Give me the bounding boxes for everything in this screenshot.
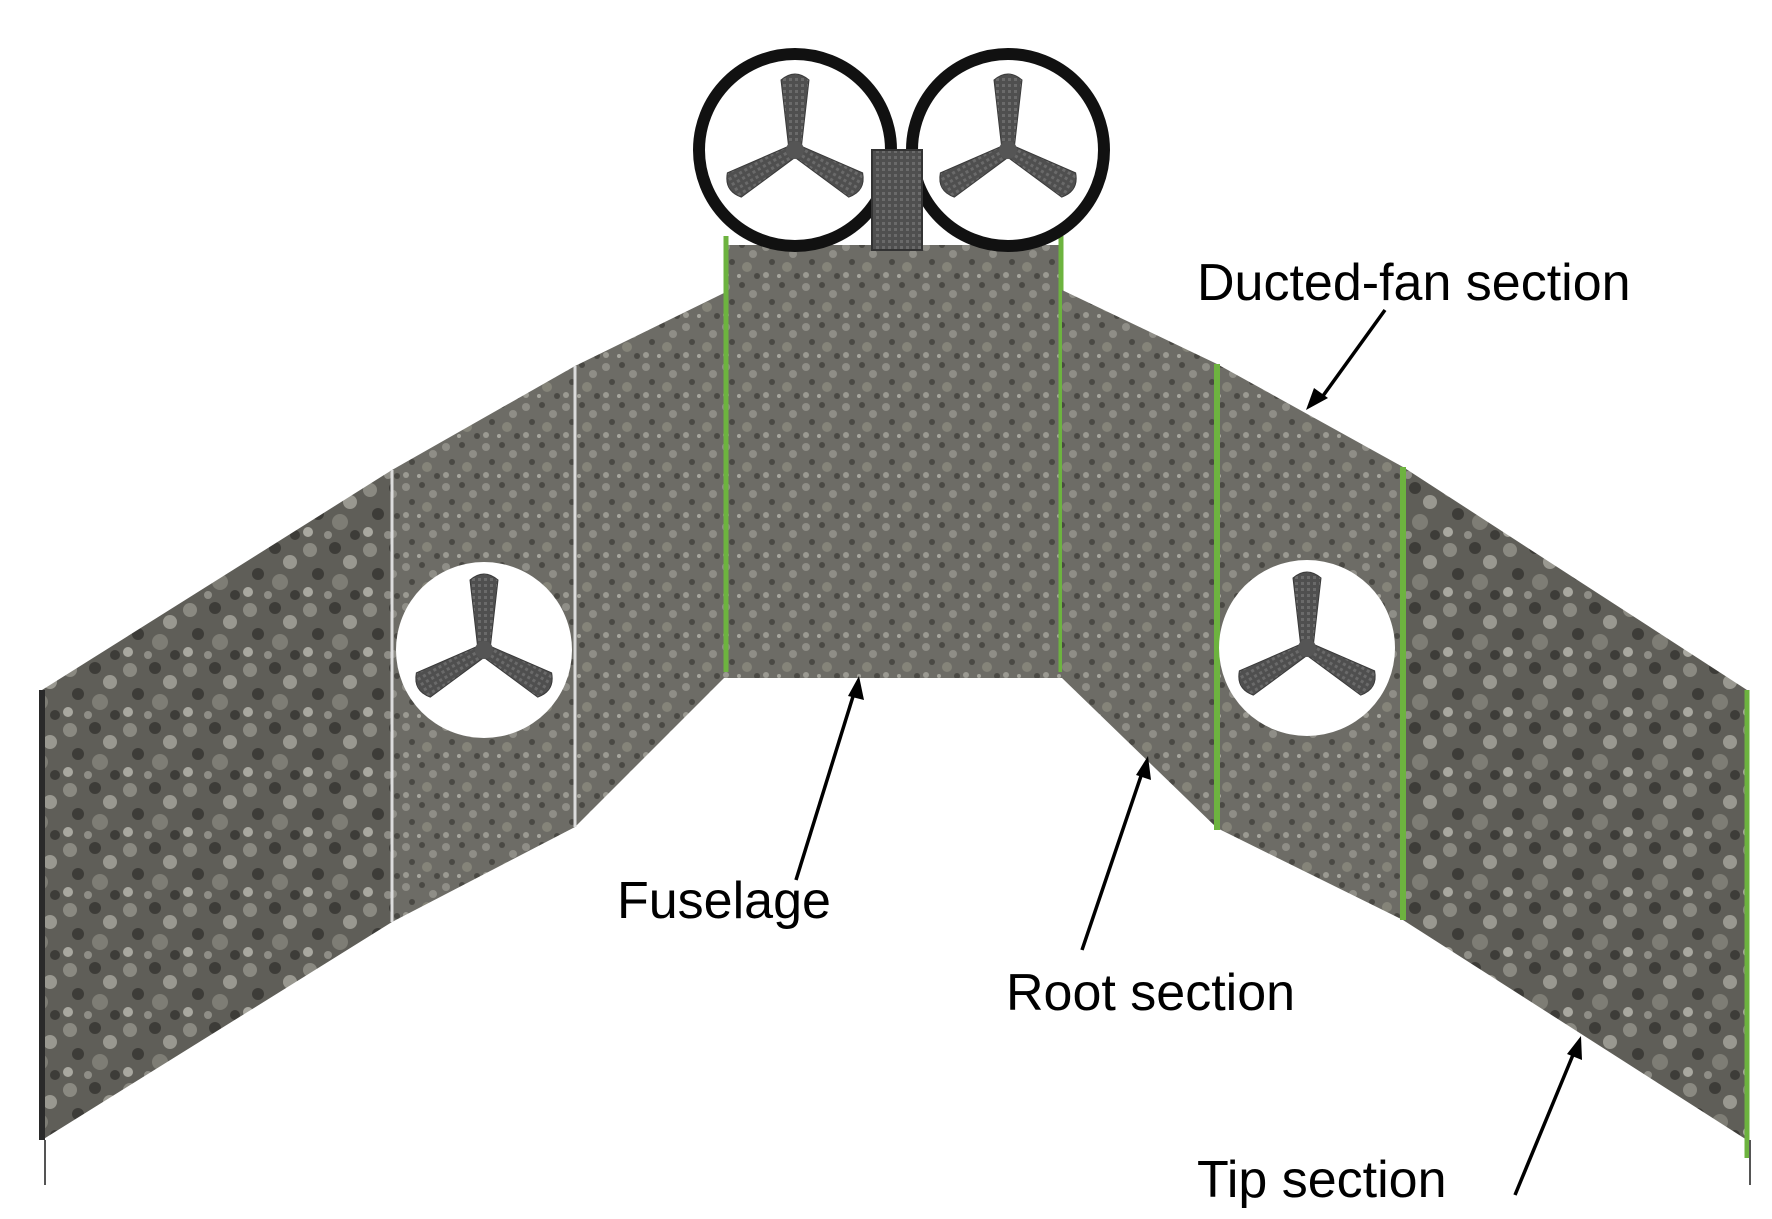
- label-root-section: Root section: [1006, 964, 1295, 1022]
- label-ducted-fan-section: Ducted-fan section: [1197, 254, 1631, 312]
- arrow-fuselage-head: [848, 676, 864, 700]
- label-fuselage: Fuselage: [617, 872, 831, 930]
- left-wing: [39, 293, 724, 1185]
- front-fans: [693, 48, 1110, 252]
- fuselage-panel: [724, 245, 1062, 678]
- arrow-fuselage: [794, 689, 857, 881]
- arrow-root: [1080, 769, 1145, 951]
- right-tip-panel: [1403, 467, 1747, 1140]
- right-root-panel: [1062, 290, 1217, 828]
- arrow-tip: [1513, 1049, 1577, 1196]
- left-root-panel: [575, 293, 724, 827]
- nose-spine: [871, 149, 923, 251]
- label-tip-section: Tip section: [1197, 1151, 1447, 1209]
- fuselage-body: [723, 236, 1064, 678]
- arrow-tip-head: [1567, 1036, 1582, 1060]
- right-wing: [1062, 290, 1751, 1185]
- arrow-ducted-fan-head: [1306, 388, 1328, 410]
- callout-arrows: [794, 308, 1582, 1196]
- arrow-root-head: [1136, 756, 1151, 780]
- arrow-ducted-fan: [1318, 308, 1387, 402]
- left-tip-panel: [42, 470, 392, 1140]
